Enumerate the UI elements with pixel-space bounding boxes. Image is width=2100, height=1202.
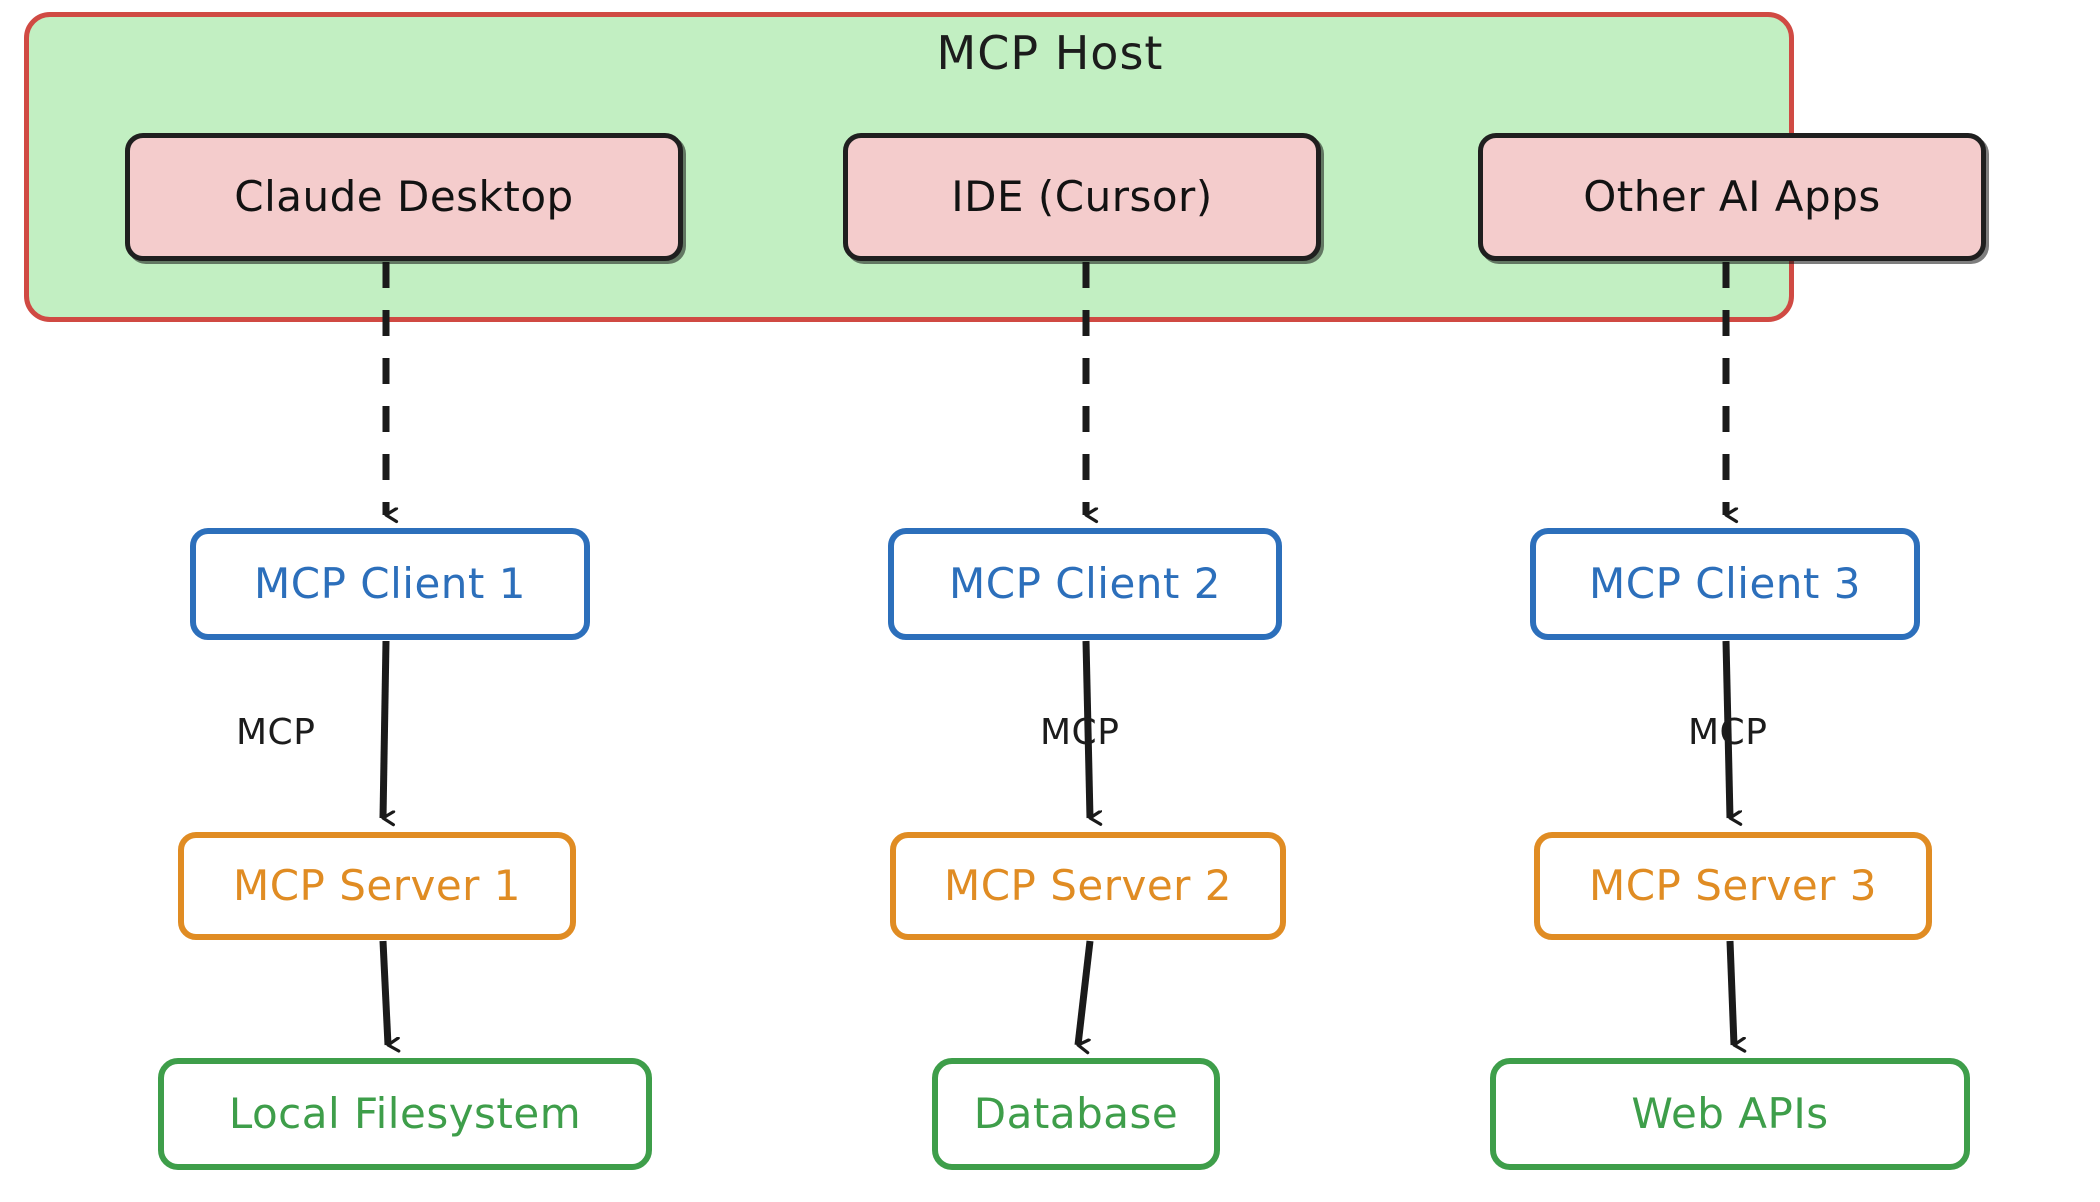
node-label: MCP Server 2 bbox=[943, 860, 1233, 910]
node-database[interactable]: Database bbox=[932, 1058, 1220, 1170]
node-mcp-client-3[interactable]: MCP Client 3 bbox=[1530, 528, 1920, 640]
node-label: MCP Server 3 bbox=[1588, 860, 1878, 910]
edge-server-to-resource-3 bbox=[1726, 940, 1734, 1045]
node-label: Database bbox=[973, 1088, 1179, 1138]
node-mcp-server-2[interactable]: MCP Server 2 bbox=[890, 832, 1286, 940]
node-local-filesystem[interactable]: Local Filesystem bbox=[158, 1058, 652, 1170]
edge-server-to-resource-2 bbox=[1074, 940, 1094, 1045]
edge-server-to-resource-1 bbox=[379, 940, 388, 1045]
node-web-apis[interactable]: Web APIs bbox=[1490, 1058, 1970, 1170]
node-label: Web APIs bbox=[1631, 1088, 1829, 1138]
node-label: MCP Client 1 bbox=[254, 558, 526, 608]
node-label: IDE (Cursor) bbox=[951, 171, 1213, 221]
edge-label-mcp-3: MCP bbox=[1688, 712, 1768, 753]
node-mcp-server-1[interactable]: MCP Server 1 bbox=[178, 832, 576, 940]
node-label: Claude Desktop bbox=[234, 171, 574, 221]
node-label: Other AI Apps bbox=[1583, 171, 1881, 221]
node-label: MCP Server 1 bbox=[232, 860, 522, 910]
node-label: MCP Client 3 bbox=[1589, 558, 1861, 608]
edge-label-mcp-2: MCP bbox=[1040, 712, 1120, 753]
node-other-ai-apps[interactable]: Other AI Apps bbox=[1478, 133, 1986, 261]
edge-label-mcp-1: MCP bbox=[236, 712, 316, 753]
mcp-host-title: MCP Host bbox=[936, 26, 1164, 80]
node-ide-cursor[interactable]: IDE (Cursor) bbox=[843, 133, 1321, 261]
node-mcp-server-3[interactable]: MCP Server 3 bbox=[1534, 832, 1932, 940]
node-claude-desktop[interactable]: Claude Desktop bbox=[125, 133, 683, 261]
node-mcp-client-1[interactable]: MCP Client 1 bbox=[190, 528, 590, 640]
edge-client-to-server-1 bbox=[379, 640, 386, 818]
node-label: MCP Client 2 bbox=[949, 558, 1221, 608]
node-mcp-client-2[interactable]: MCP Client 2 bbox=[888, 528, 1282, 640]
node-label: Local Filesystem bbox=[228, 1088, 582, 1138]
